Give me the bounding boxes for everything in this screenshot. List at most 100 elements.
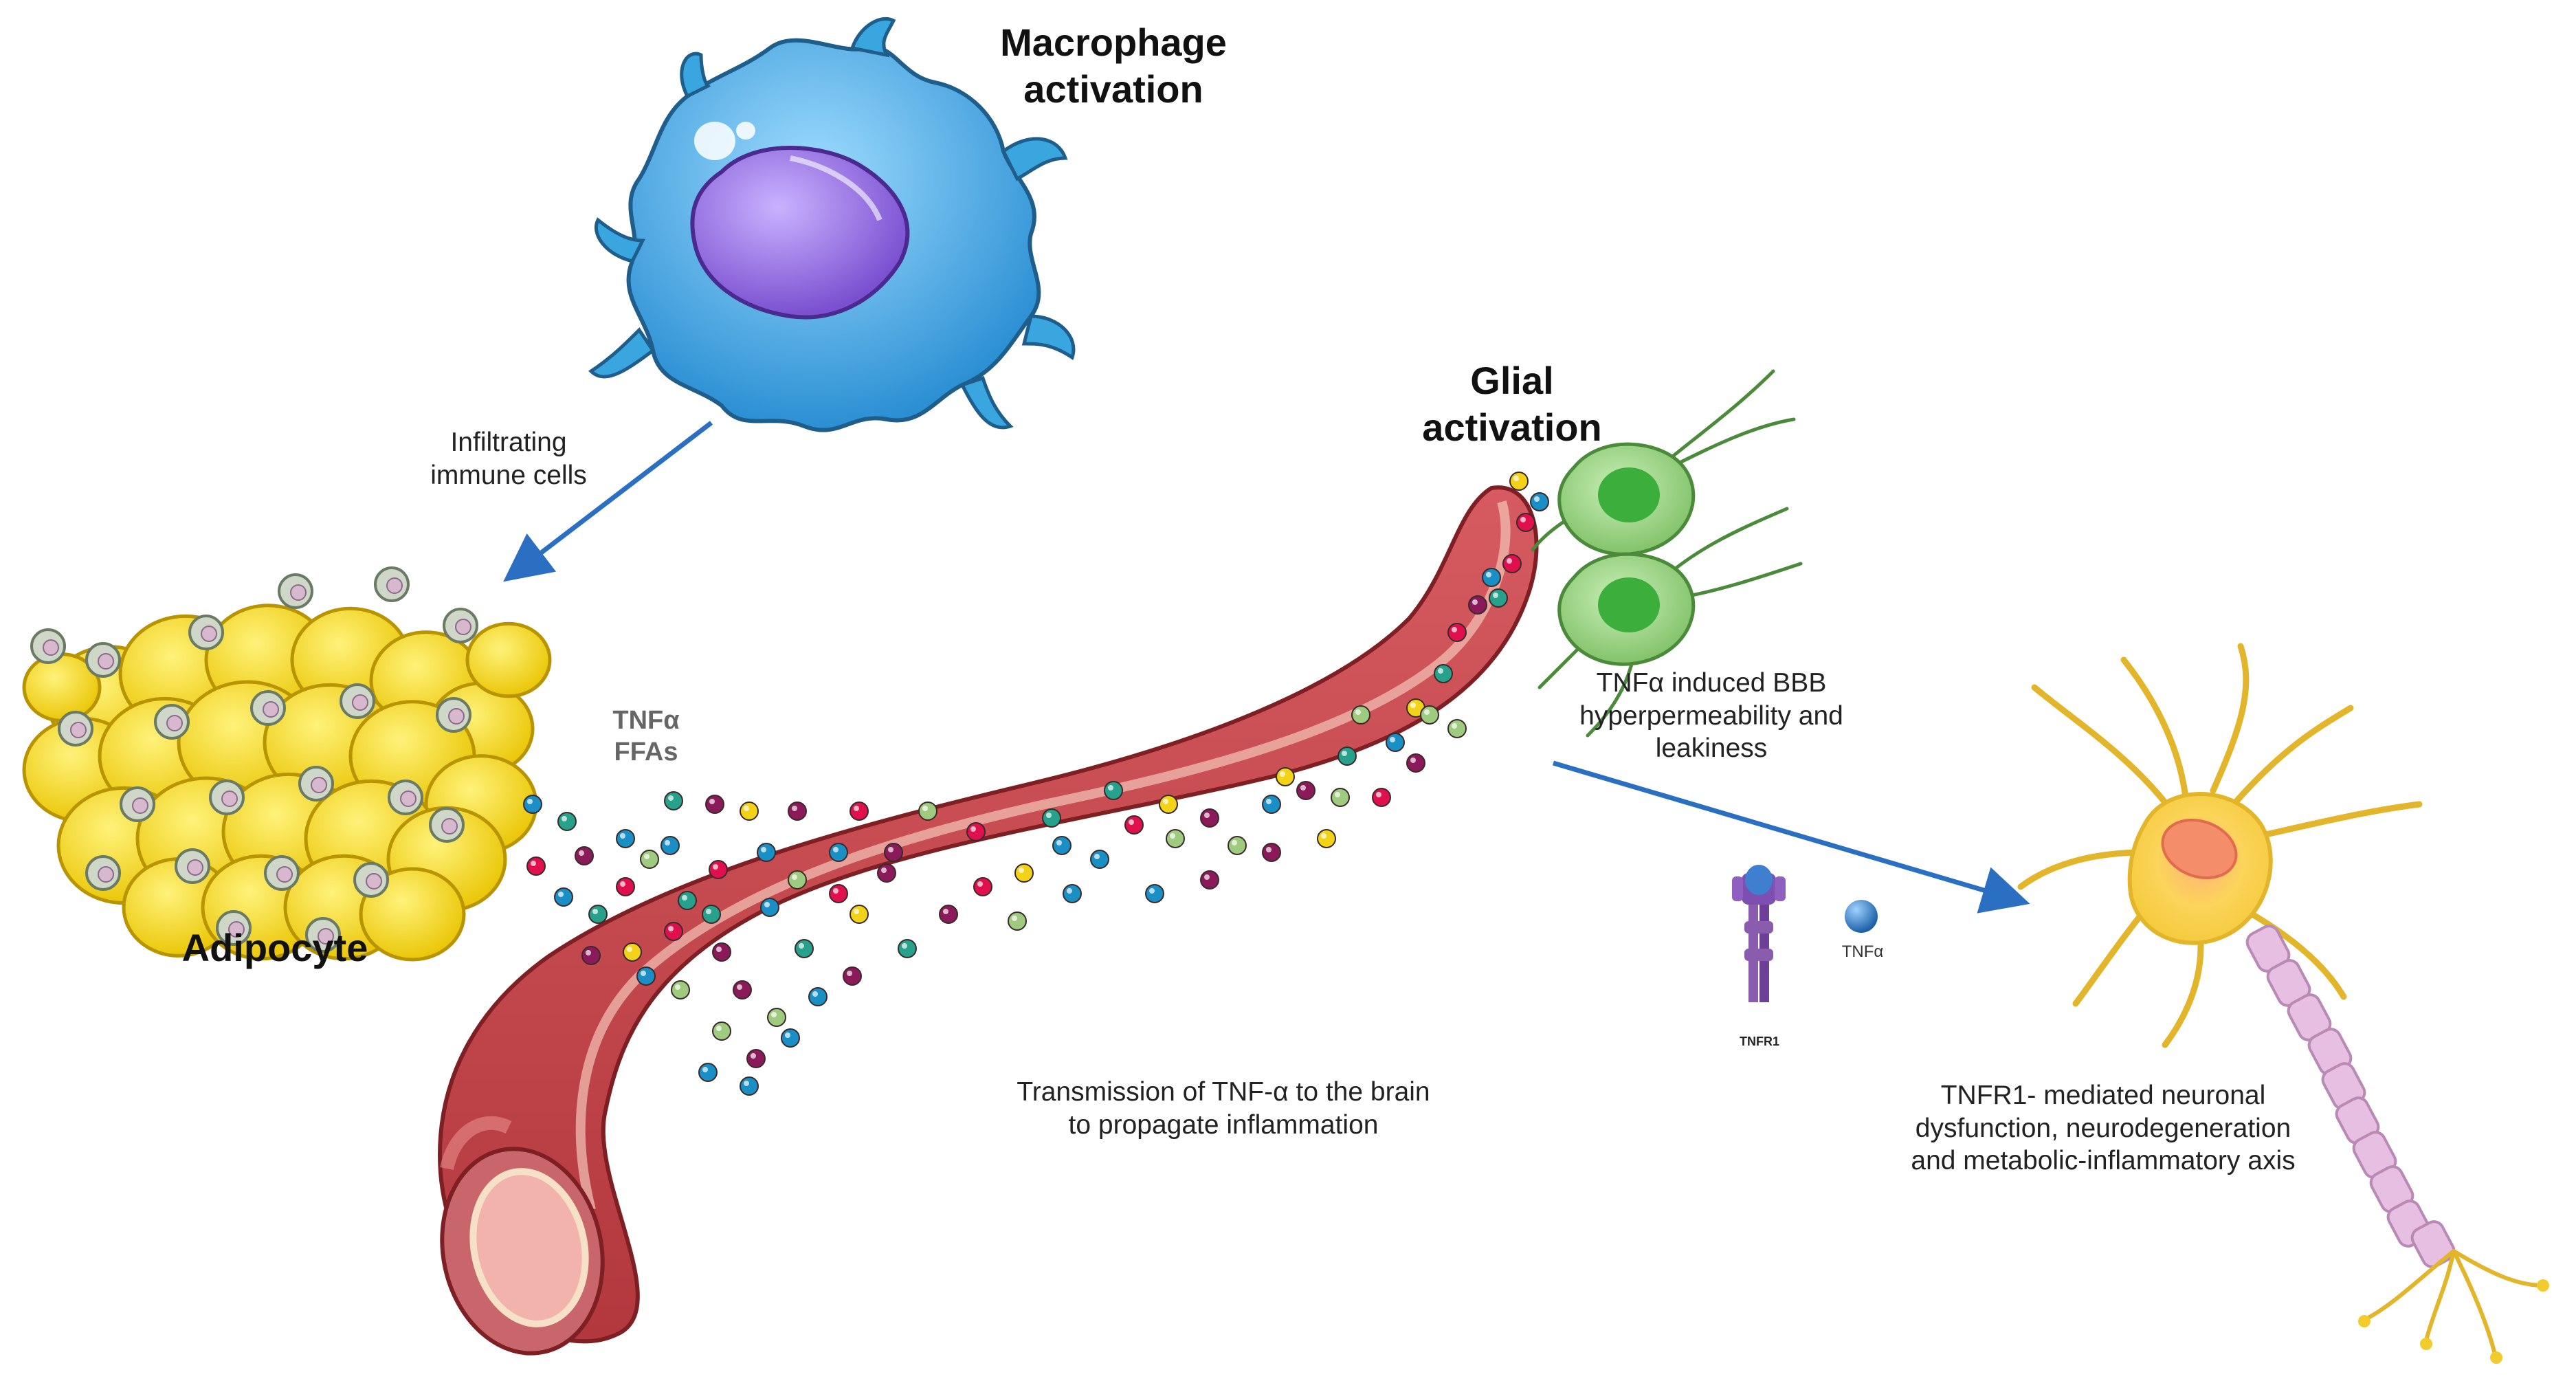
tnf-particle [850,802,869,821]
tnf-particle [1296,781,1315,800]
tnf-particle-highlight [579,850,584,856]
tnf-particle-highlight [706,909,711,914]
tnf-particle-highlight [1108,785,1113,791]
macrophage-label: Macrophage activation [1000,21,1227,111]
tnf-particle-highlight [1204,874,1210,880]
immune-cell-nucleus [132,797,148,814]
tnf-particle-highlight [531,861,536,866]
adipocyte-label: Adipocyte [181,926,368,969]
tnf-particle-highlight [799,943,804,949]
tnf-particle [788,870,807,890]
tnf-particle [712,1021,731,1041]
tnf-particle [1262,795,1281,814]
tnfa-ffas-label: TNFα FFAs [612,706,680,767]
adipocyte-cluster [22,566,552,962]
tnf-particle-highlight [881,868,887,873]
tnf-particle-highlight [792,874,797,880]
tnf-particle [523,795,542,814]
tnf-particle-highlight [902,943,907,949]
tnf-particle [526,857,546,876]
tnfa-legend-icon [1845,900,1878,933]
glial-nucleus [1598,467,1660,522]
tnf-particle [1530,492,1549,511]
tnf-particle-highlight [558,892,564,897]
tnf-particle [829,884,848,903]
tnf-particle-highlight [854,909,859,914]
immune-cell-nucleus [400,791,417,807]
neuron-nucleus [2161,818,2238,880]
tnf-particle-highlight [1067,888,1072,894]
tnf-particle-highlight [833,888,839,894]
tnf-particle [1159,795,1178,814]
tnf-particle-highlight [709,799,715,804]
tnf-particle [760,898,779,917]
tnf-particle [575,846,594,865]
neuronal-label: TNFR1- mediated neuronal dysfunction, ne… [1911,1081,2296,1176]
tnfr1-label: TNFR1 [1740,1035,1779,1048]
tnf-particle [757,843,776,862]
tnf-particle-highlight [1486,572,1491,577]
tnf-particle-highlight [1204,813,1210,818]
infiltrating-label: Infiltrating immune cells [430,428,587,490]
tnf-particle [781,1028,800,1048]
tnf-particle-highlight [620,881,625,887]
tnf-particle-highlight [1472,599,1478,605]
tnf-particle-highlight [1438,668,1443,674]
tnf-particle [767,1008,786,1027]
immune-cell-nucleus [455,619,471,635]
tnf-particle-highlight [1376,792,1381,797]
tnf-particle [554,887,573,907]
tnf-particle [740,1076,759,1096]
tnf-particle [588,905,608,924]
tnf-particle-highlight [1513,476,1519,481]
tnf-particle-highlight [527,799,533,804]
tnf-particle-highlight [764,902,770,907]
tnf-particle-highlight [1046,813,1052,818]
tnf-particle [1447,623,1467,642]
tnf-particle-highlight [792,806,797,811]
tnf-particle-highlight [751,1053,756,1059]
adipocyte [359,867,466,962]
tnf-particle [1276,767,1295,786]
tnf-particle-highlight [675,984,680,990]
tnf-particle-highlight [668,926,674,931]
tnf-particle-highlight [1390,737,1395,742]
tnf-particle-highlight [1534,496,1540,502]
tnf-particle-highlight [1266,847,1272,852]
tnf-particle [1516,513,1535,532]
tnf-particle-highlight [586,950,591,955]
tnf-particle-highlight [1335,792,1340,797]
immune-cell-nucleus [318,928,334,944]
tnf-particle [1337,747,1357,766]
immune-cell-nucleus [352,694,368,711]
tnf-particle [1042,808,1061,828]
tnf-particle [1386,733,1405,752]
tnf-particle [740,802,759,821]
immune-cell-nucleus [187,859,203,876]
tnf-particle [1351,705,1370,725]
tnf-particle [788,802,807,821]
tnf-particle [939,905,958,924]
tnf-particle-highlight [1321,833,1326,839]
tnf-particle [1262,843,1281,862]
tnf-particle [678,891,697,910]
tnf-particle [746,1049,766,1068]
tnf-particle [898,939,917,958]
tnf-particle-highlight [744,1081,749,1086]
tnf-particle [1420,705,1439,725]
tnf-particle-highlight [977,881,983,887]
immune-cell-nucleus [386,577,403,594]
tnf-particle-highlight [1149,888,1155,894]
immune-cell-nucleus [221,791,238,807]
tnf-particle-highlight [682,895,687,901]
tnf-particle [1052,836,1072,855]
axon [2245,925,2456,1268]
tnf-particle-highlight [1452,627,1457,632]
tnf-particle [557,812,577,831]
tnf-particle-highlight [785,1032,790,1038]
immune-cell-nucleus [366,873,382,890]
tnf-particle-highlight [1266,799,1272,804]
tnf-particle [664,791,683,810]
tnf-particle-highlight [702,1067,708,1072]
